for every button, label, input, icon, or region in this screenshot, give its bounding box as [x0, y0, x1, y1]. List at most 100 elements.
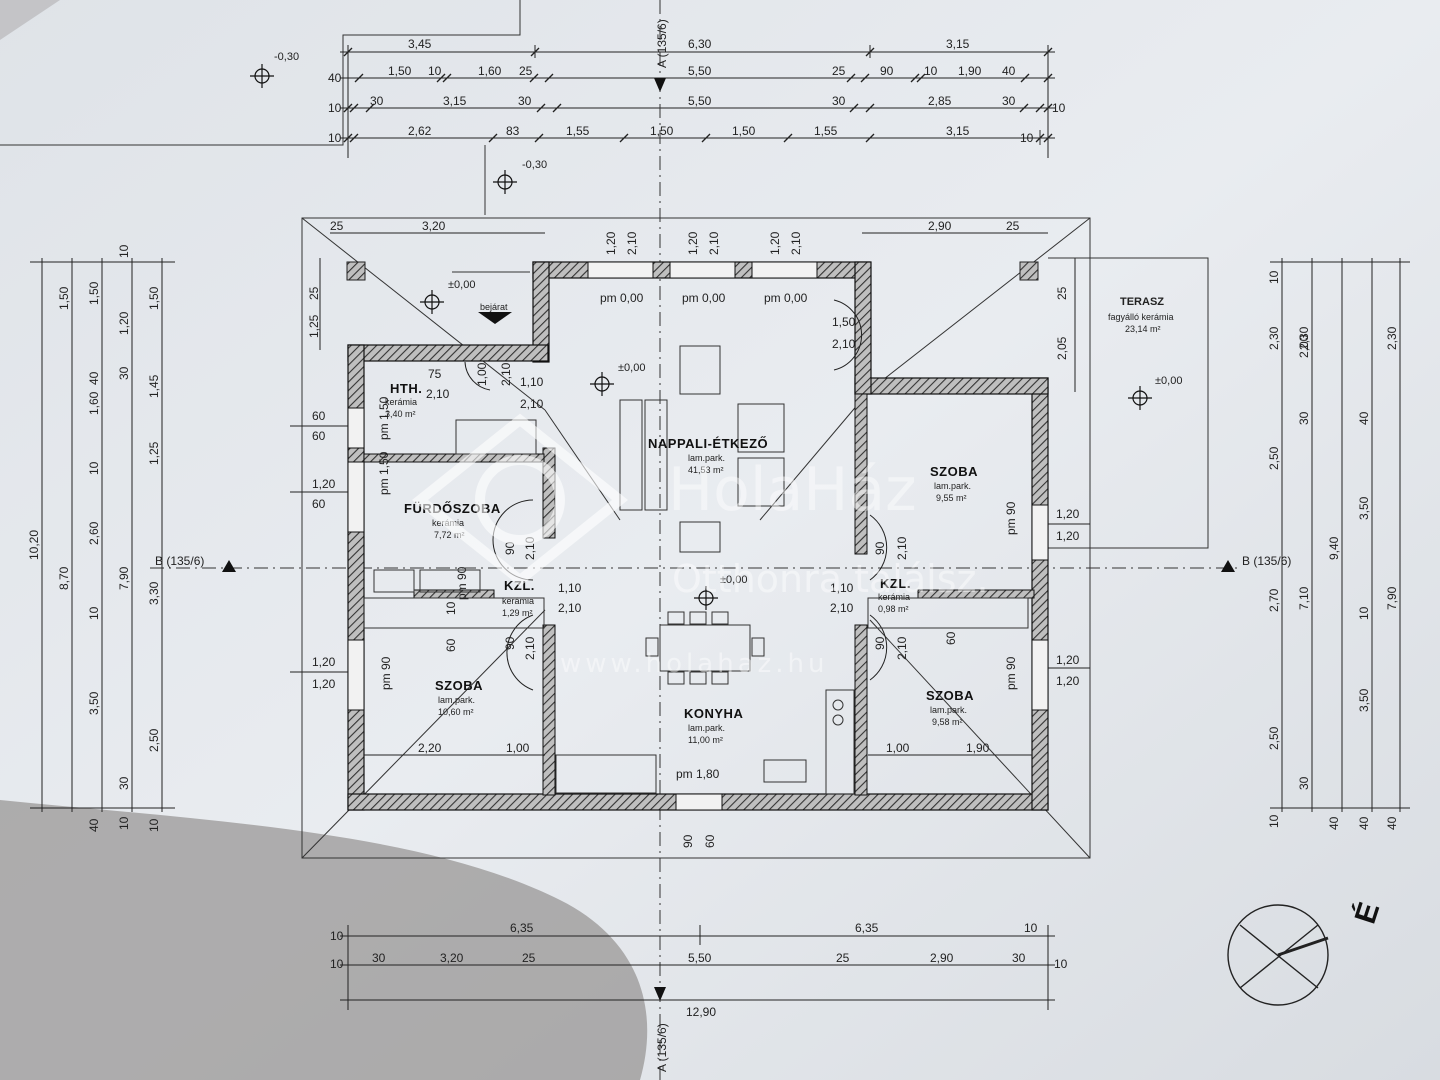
left-c3-0: 1,50 [57, 286, 71, 310]
terrace-area: 23,14 m² [1125, 324, 1161, 334]
section-b-right-arrow [1221, 560, 1235, 572]
right-c3-0: 9,40 [1327, 536, 1341, 560]
w1-sill: pm 0,00 [600, 291, 644, 305]
entrance-arrow [478, 312, 512, 324]
right-dimension-lines [1270, 258, 1410, 812]
right-c1-3: 2,70 [1267, 588, 1281, 612]
room-kitchen-finish: lam.park. [688, 723, 725, 733]
left-small-4: 10 [87, 606, 101, 620]
room-kzl-right-name: KZL. [880, 576, 911, 591]
left-total: 10,20 [27, 530, 41, 560]
right-c1-4: 2,50 [1267, 726, 1281, 750]
right-room-dim-2: 1,90 [966, 741, 990, 755]
terrace-side-25: 25 [1055, 286, 1069, 300]
section-a-top-arrow [654, 78, 666, 92]
bottom-r1-2: 6,35 [855, 921, 879, 935]
left-c4-1: 1,20 [117, 311, 131, 335]
left-win-1: 60 [312, 409, 326, 423]
right-win-3: 1,20 [1056, 653, 1080, 667]
top-dim-r2-1: 1,50 [388, 64, 412, 78]
level-entry-label: -0,30 [522, 159, 547, 171]
level-living-label: ±0,00 [618, 362, 645, 374]
terrace-outline [1048, 257, 1209, 549]
room-bedroom-ne-finish: lam.park. [934, 481, 971, 491]
sill-2: pm 90 [1004, 656, 1018, 690]
terrace-side-205: 2,05 [1055, 336, 1069, 360]
sill-3: pm 90 [1004, 501, 1018, 535]
level-terrace-label: ±0,00 [1155, 375, 1182, 387]
sill-6: pm 1,50 [377, 451, 391, 495]
left-small-8: 10 [147, 818, 161, 832]
door-code-6: 2,10 [895, 536, 909, 560]
top-dim-r2-7: 90 [880, 64, 894, 78]
room-bedroom-se-area: 9,58 m² [932, 717, 963, 727]
left-small-5: 30 [117, 776, 131, 790]
right-win-1: 1,20 [1056, 507, 1080, 521]
room-bedroom-se: SZOBA lam.park. 9,58 m² [926, 688, 974, 727]
w3-sill: pm 0,00 [764, 291, 808, 305]
top-dim-r4-2: 83 [506, 124, 520, 138]
porch-dims [319, 232, 1076, 392]
door-code-8: 2,10 [895, 636, 909, 660]
terrace-finish: fagyálló kerámia [1108, 312, 1174, 322]
right-room-dim-1: 1,00 [886, 741, 910, 755]
top-dim-1: 3,45 [408, 37, 432, 51]
terrace-door-h: 2,10 [832, 337, 856, 351]
left-win-3: 1,20 [312, 477, 336, 491]
bottom-r2-5: 25 [836, 951, 850, 965]
kzl-left-h: 2,10 [558, 601, 582, 615]
interior-walls [363, 393, 1035, 796]
room-closet-right: KZL. kerámia 0,98 m² [878, 576, 911, 614]
left-c5-4: 2,50 [147, 728, 161, 752]
bottom-r2-1: 30 [372, 951, 386, 965]
w3-width: 1,20 [768, 231, 782, 255]
furniture [363, 345, 1029, 795]
watermark: HolaHáz Otthonra találsz. www.holahaz.hu [411, 413, 989, 679]
misc-10: 10 [444, 601, 458, 615]
kzl-right-h: 2,10 [830, 601, 854, 615]
room-kitchen-name: KONYHA [684, 706, 743, 721]
left-c3-2: 2,60 [87, 521, 101, 545]
left-c5-0: 1,50 [147, 286, 161, 310]
door-code-1: 90 [503, 541, 517, 555]
porch-column [346, 261, 366, 281]
bottom-window-w: 90 [681, 834, 695, 848]
misc-60b: 60 [944, 631, 958, 645]
top-dim-r4-0: 10 [328, 131, 342, 145]
kzl-left-w: 1,10 [558, 581, 582, 595]
top-dim-r4-1: 2,62 [408, 124, 432, 138]
section-a-bottom-label: A (135/6) [655, 1023, 669, 1072]
left-c5-1: 1,45 [147, 374, 161, 398]
top-dim-3: 3,15 [946, 37, 970, 51]
watermark-brand: HolaHáz [668, 455, 917, 525]
porch-side-125: 1,25 [307, 314, 321, 338]
right-c1-5: 10 [1267, 814, 1281, 828]
right-c3-3: 10 [1357, 606, 1371, 620]
top-dim-r2-8: 10 [924, 64, 938, 78]
top-dim-r3-7: 30 [1002, 94, 1016, 108]
side-window-leaders [290, 425, 1090, 673]
left-small-6: 10 [117, 816, 131, 830]
porch-top-320: 3,20 [422, 219, 446, 233]
right-c3-4: 3,50 [1357, 688, 1371, 712]
bottom-window-h: 60 [703, 834, 717, 848]
bottom-r1-1: 6,35 [510, 921, 534, 935]
watermark-logo [411, 413, 629, 587]
bottom-r2-3: 25 [522, 951, 536, 965]
w1-width: 1,20 [604, 231, 618, 255]
main-door-w: 1,00 [475, 362, 489, 386]
top-dim-r4-7: 3,15 [946, 124, 970, 138]
top-dimension-lines [340, 45, 1055, 158]
room-bedroom-se-finish: lam.park. [930, 705, 967, 715]
level-mark-hall [694, 586, 718, 610]
room-living-finish: lam.park. [688, 453, 725, 463]
top-dim-r4-6: 1,55 [814, 124, 838, 138]
top-dimension-ticks [343, 47, 1053, 143]
room-hth-area: 3,40 m² [385, 409, 416, 419]
room-kzl-left-area: 1,29 m² [502, 608, 533, 618]
bottom-r1-0: 10 [330, 929, 344, 943]
left-dimension-lines [30, 258, 175, 812]
terrace-top-290: 2,90 [928, 219, 952, 233]
top-dim-r3-3: 30 [518, 94, 532, 108]
room-hth-name: HTH. [390, 381, 422, 396]
